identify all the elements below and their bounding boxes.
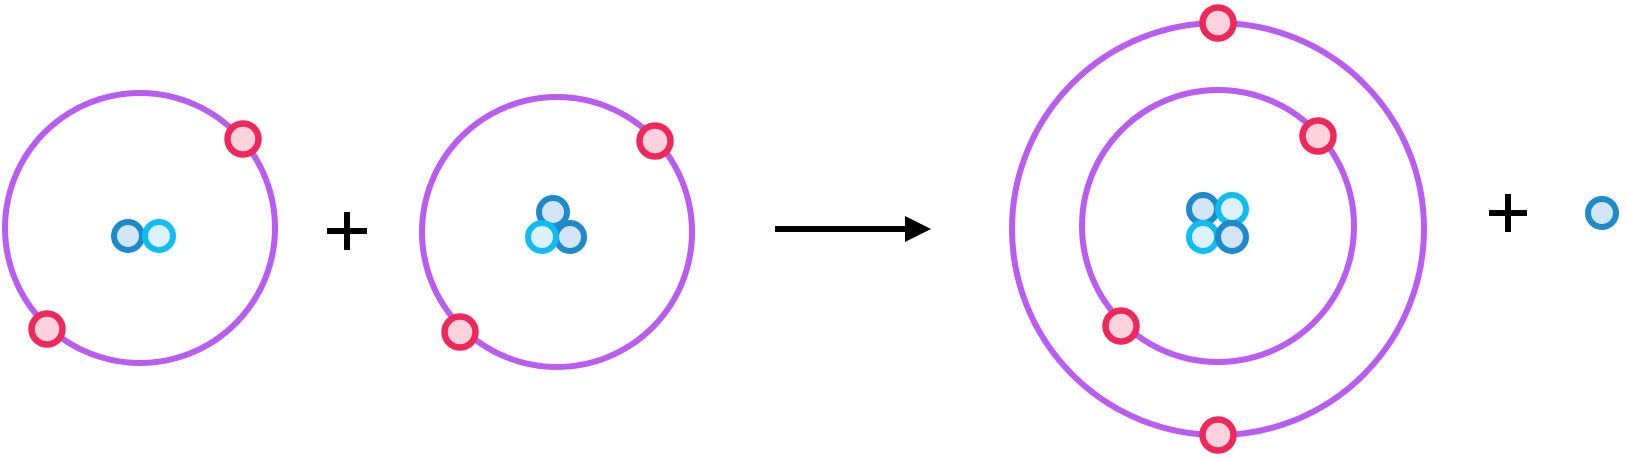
free-neutron <box>1585 196 1619 230</box>
electron <box>636 122 674 160</box>
plus-sign <box>1489 194 1527 232</box>
proton <box>1186 220 1220 254</box>
orbit <box>2 90 278 366</box>
reactant-atom-2 <box>419 94 695 370</box>
electron <box>441 313 479 351</box>
nucleus <box>525 195 587 254</box>
electron <box>1299 117 1337 155</box>
product-atom <box>1009 4 1427 454</box>
neutron <box>1186 192 1220 226</box>
neutron <box>1215 220 1249 254</box>
reaction-arrow <box>775 216 931 242</box>
inner-orbit <box>1079 87 1357 365</box>
electron <box>1102 307 1140 345</box>
nucleus <box>1186 192 1249 254</box>
nucleus <box>111 219 176 253</box>
electron <box>1199 416 1237 454</box>
neutron <box>553 220 587 254</box>
plus-sign <box>327 212 367 250</box>
arrow-head <box>905 216 931 242</box>
proton <box>525 220 559 254</box>
reactant-atom-1 <box>2 90 278 366</box>
neutron <box>1585 196 1619 230</box>
neutron <box>111 219 145 253</box>
proton <box>142 219 176 253</box>
orbit <box>419 94 695 370</box>
electron <box>224 120 262 158</box>
electron <box>28 310 66 348</box>
proton <box>1215 192 1249 226</box>
electron <box>1199 4 1237 42</box>
